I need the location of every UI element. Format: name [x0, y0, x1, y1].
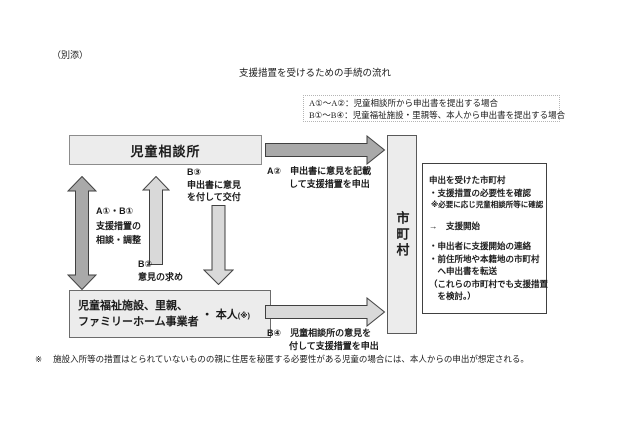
arrow-shape — [265, 297, 386, 327]
flow-label-a2-line1: A② 申出書に意見を記載 — [267, 166, 372, 176]
arrow-a1b1-updown-icon — [67, 176, 97, 290]
municipality-detail-box: 申出を受けた市町村 ・支援措置の必要性を確認 ※必要に応じ児童相談所等に確認 →… — [422, 163, 549, 314]
flow-label-b2-line1: B② — [138, 259, 153, 269]
flow-label-b2-line2: 意見の求め — [138, 271, 184, 282]
arrow-a2-right-icon — [265, 135, 386, 165]
info-line-8: （これらの市町村でも支援措置 — [429, 278, 549, 289]
flow-label-a2: A② 申出書に意見を記載 して支援措置を申出 — [267, 165, 371, 190]
attachment-label: （別添） — [52, 50, 89, 60]
info-line-4: → 支援開始 — [429, 220, 481, 231]
node-facility-side-note: (※) — [237, 311, 251, 320]
arrow-shape — [67, 176, 97, 290]
info-line-3: ※必要に応じ児童相談所等に確認 — [431, 200, 544, 209]
arrow-shape — [142, 176, 170, 265]
flow-label-b3-line1: B③ — [187, 167, 202, 177]
arrow-shape — [203, 205, 234, 285]
flow-label-a1b1-line3: 相談・調整 — [96, 235, 142, 245]
info-line-1: 申出を受けた市町村 — [429, 175, 506, 185]
legend-box: A①〜A②：児童相談所から申出書を提出する場合 B①〜B④：児童福祉施設・里親等… — [303, 95, 566, 122]
node-facility-side: ・ 本人(※) — [202, 306, 250, 322]
page-title: 支援措置を受けるための手続の流れ — [238, 69, 391, 79]
node-municipality: 市町村 — [387, 135, 417, 334]
arrow-b3-down-icon — [203, 205, 234, 285]
arrow-b2-up-icon — [142, 176, 170, 265]
flow-label-b4-line2: 付して支援措置を申出 — [289, 340, 379, 351]
node-facility-side-label: ・ 本人 — [201, 309, 238, 321]
node-facility-line2: ファミリーホーム事業者 — [78, 316, 199, 328]
flow-label-b2: B② 意見の求め — [138, 258, 183, 283]
info-line-9: を検討。） — [429, 291, 476, 301]
legend-line-b: B①〜B④：児童福祉施設・里親等、本人から申出書を提出する場合 — [309, 109, 566, 120]
info-line-2: ・支援措置の必要性を確認 — [429, 187, 532, 198]
arrow-b4-right-icon — [265, 297, 386, 327]
flow-label-b3: B③ 申出書に意見 を付して交付 — [187, 166, 241, 204]
flow-label-b4: B④ 児童相談所の意見を 付して支援措置を申出 — [267, 327, 379, 352]
flow-label-b3-line2: 申出書に意見 — [187, 179, 242, 190]
node-municipality-label: 市町村 — [394, 210, 410, 259]
flow-label-a1b1-line2: 支援措置の — [96, 220, 142, 231]
flow-label-b3-line3: を付して交付 — [187, 192, 241, 202]
footnote: ※ 施設入所等の措置はとられていないものの親に住居を秘匿する必要性がある児童の場合… — [35, 353, 610, 365]
node-facility-line1: 児童福祉施設、里親、 — [78, 300, 188, 312]
node-facility-lines: 児童福祉施設、里親、 ファミリーホーム事業者 — [78, 298, 199, 330]
flow-label-a1b1: A①・B① 支援措置の 相談・調整 — [96, 204, 141, 248]
node-facility-parent-person: 児童福祉施設、里親、 ファミリーホーム事業者 ・ 本人(※) — [69, 290, 271, 338]
info-line-5: ・申出者に支援開始の連絡 — [429, 241, 532, 251]
flow-label-b4-line1: B④ 児童相談所の意見を — [267, 328, 372, 338]
arrow-shape — [265, 135, 386, 165]
footnote-mark: ※ — [35, 354, 43, 364]
flow-label-a2-line2: して支援措置を申出 — [289, 178, 370, 189]
node-child-consultation-center-label: 児童相談所 — [130, 143, 201, 159]
legend-line-a: A①〜A②：児童相談所から申出書を提出する場合 — [309, 98, 499, 108]
node-child-consultation-center: 児童相談所 — [69, 135, 262, 165]
footnote-text: 施設入所等の措置はとられていないものの親に住居を秘匿する必要性がある児童の場合に… — [53, 354, 529, 364]
flow-label-a1b1-line1: A①・B① — [96, 206, 134, 216]
info-line-7: へ申出書を転送 — [429, 266, 498, 276]
info-line-6: ・前住所地や本籍地の市町村 — [429, 253, 540, 264]
